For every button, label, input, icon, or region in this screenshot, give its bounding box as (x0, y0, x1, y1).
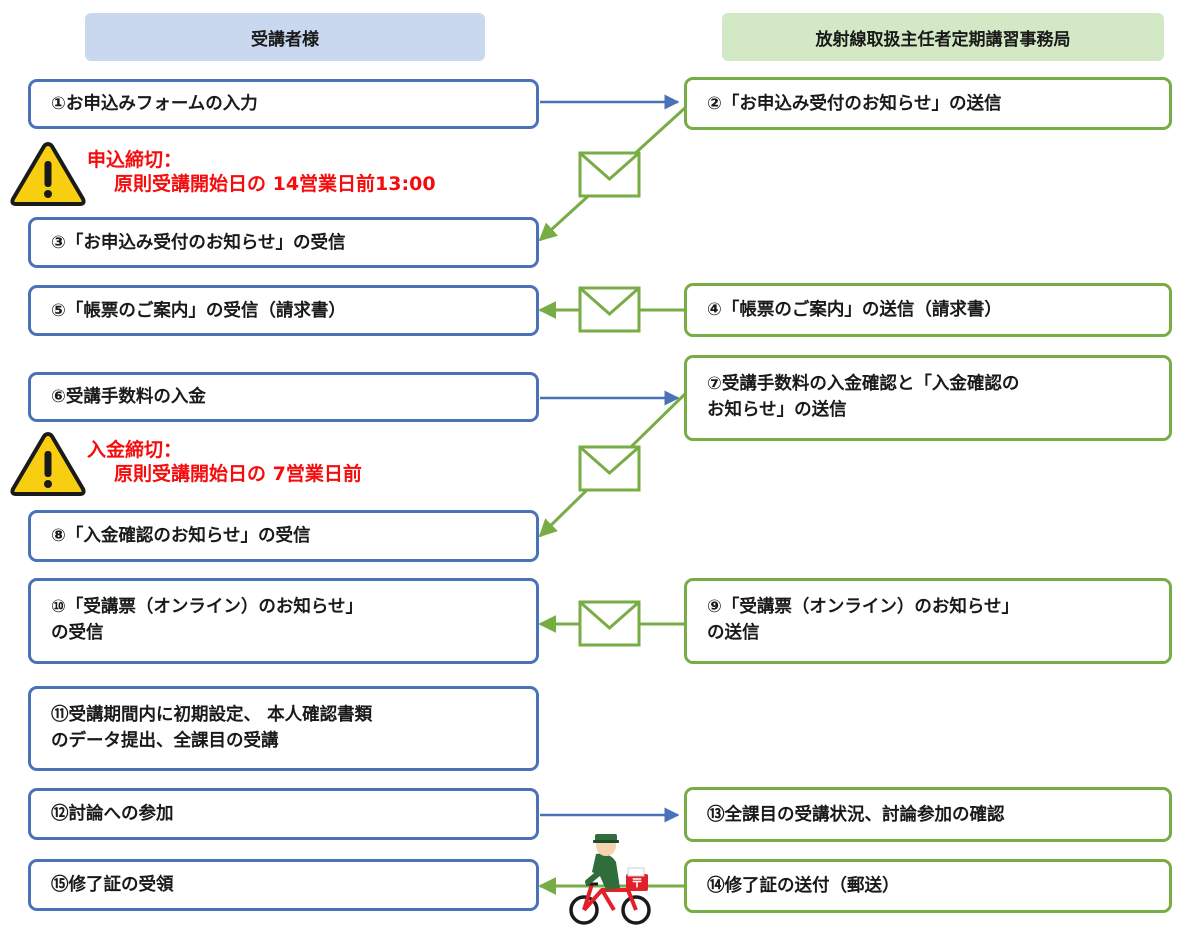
step-8-receive-payment-confirmation: ⑧「入金確認のお知らせ」の受信 (28, 510, 539, 562)
payment-deadline-title: 入金締切： (87, 439, 183, 461)
payment-deadline: 入金締切： 原則受講開始日の 7営業日前 (87, 438, 362, 486)
step-4-label: ④「帳票のご案内」の送信（請求書） (707, 300, 1002, 320)
step-1-label: ①お申込みフォームの入力 (51, 94, 258, 114)
svg-text:〒: 〒 (631, 876, 643, 890)
step-9-label-line2: の送信 (707, 623, 760, 643)
step-2-send-acceptance: ②「お申込み受付のお知らせ」の送信 (684, 77, 1172, 130)
step-11-course-attendance: ⑪受講期間内に初期設定、 本人確認書類 のデータ提出、全課目の受講 (28, 686, 539, 771)
step-9-label-line1: ⑨「受講票（オンライン）のお知らせ」 (707, 597, 1019, 617)
step-5-label: ⑤「帳票のご案内」の受信（請求書） (51, 300, 346, 321)
step-7-label-line1: ⑦受講手数料の入金確認と「入金確認の (707, 374, 1020, 394)
step-2-label: ②「お申込み受付のお知らせ」の送信 (707, 93, 1002, 114)
envelope-icon (578, 445, 641, 492)
step-9-send-ticket: ⑨「受講票（オンライン）のお知らせ」 の送信 (684, 578, 1172, 664)
payment-deadline-detail: 原則受講開始日の 7営業日前 (114, 463, 362, 485)
envelope-icon (578, 286, 641, 333)
step-12-label: ⑫討論への参加 (51, 804, 174, 824)
envelope-icon (578, 151, 641, 198)
step-5-receive-invoice: ⑤「帳票のご案内」の受信（請求書） (28, 285, 539, 336)
step-3-receive-acceptance: ③「お申込み受付のお知らせ」の受信 (28, 217, 539, 268)
warning-icon (10, 142, 86, 206)
step-12-discussion-participation: ⑫討論への参加 (28, 788, 539, 840)
envelope-icon (578, 600, 641, 647)
application-deadline: 申込締切： 原則受講開始日の 14営業日前13:00 (87, 148, 436, 196)
application-deadline-title: 申込締切： (87, 149, 183, 171)
header-participant-label: 受講者様 (251, 29, 319, 50)
step-13-confirm-attendance: ⑬全課目の受講状況、討論参加の確認 (684, 787, 1172, 842)
step-11-label-line1: ⑪受講期間内に初期設定、 本人確認書類 (51, 705, 373, 725)
postman-bicycle-icon: 〒 (569, 834, 651, 925)
step-1-application-form: ①お申込みフォームの入力 (28, 79, 539, 129)
warning-icon (10, 432, 86, 496)
step-14-label: ⑭修了証の送付（郵送） (707, 876, 900, 896)
step-10-receive-ticket: ⑩「受講票（オンライン）のお知らせ」 の受信 (28, 578, 539, 664)
step-4-send-invoice: ④「帳票のご案内」の送信（請求書） (684, 283, 1172, 337)
step-14-send-certificate: ⑭修了証の送付（郵送） (684, 859, 1172, 913)
step-10-label-line1: ⑩「受講票（オンライン）のお知らせ」 (51, 597, 363, 617)
step-10-label-line2: の受信 (51, 623, 104, 643)
step-15-label: ⑮修了証の受領 (51, 875, 174, 895)
step-13-label: ⑬全課目の受講状況、討論参加の確認 (707, 804, 1005, 825)
step-3-label: ③「お申込み受付のお知らせ」の受信 (51, 232, 346, 253)
step-8-label: ⑧「入金確認のお知らせ」の受信 (51, 526, 311, 546)
step-11-label-line2: のデータ提出、全課目の受講 (51, 731, 279, 751)
step-6-label: ⑥受講手数料の入金 (51, 387, 206, 407)
step-7-label-line2: お知らせ」の送信 (707, 400, 847, 420)
application-deadline-detail: 原則受講開始日の 14営業日前13:00 (114, 173, 436, 195)
header-participant: 受講者様 (85, 13, 485, 61)
step-15-receive-certificate: ⑮修了証の受領 (28, 859, 539, 911)
step-7-confirm-payment: ⑦受講手数料の入金確認と「入金確認の お知らせ」の送信 (684, 355, 1172, 441)
header-office-label: 放射線取扱主任者定期講習事務局 (815, 29, 1071, 50)
header-office: 放射線取扱主任者定期講習事務局 (722, 13, 1164, 61)
step-6-fee-payment: ⑥受講手数料の入金 (28, 372, 539, 422)
